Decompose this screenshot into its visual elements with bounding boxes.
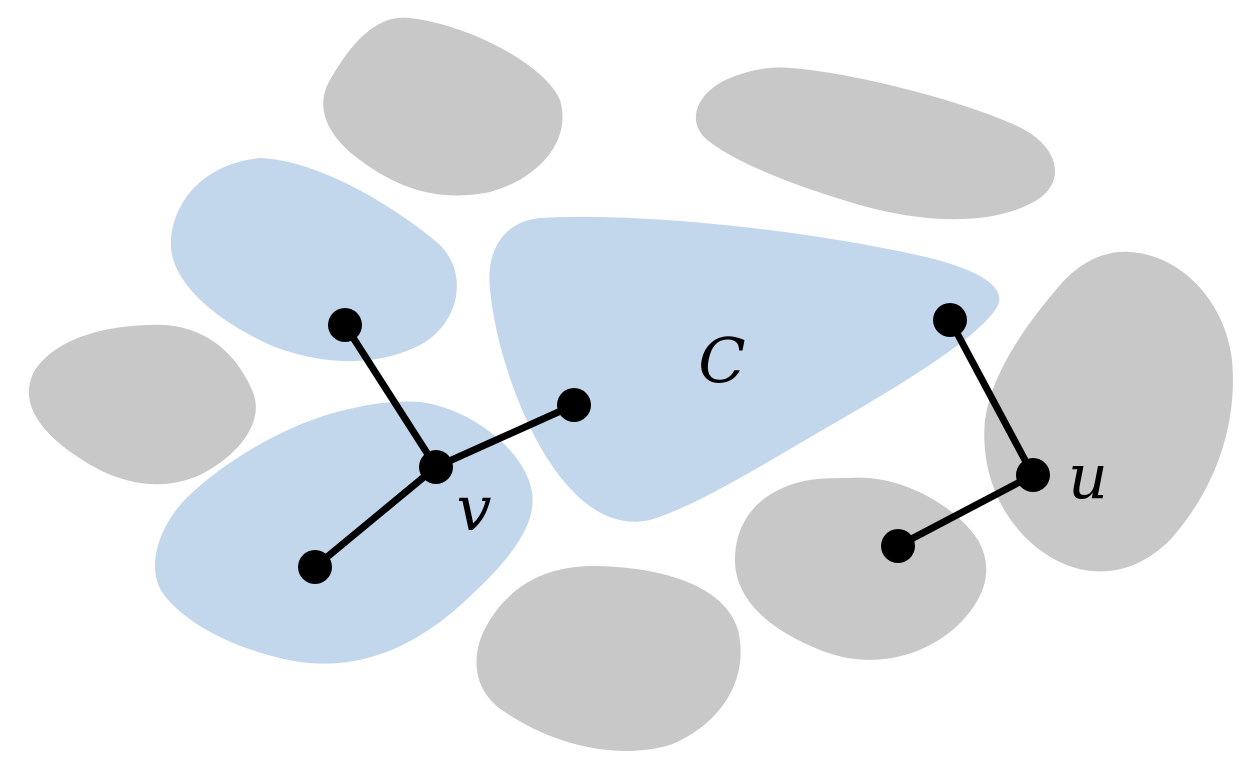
gray-region-top-left (323, 17, 563, 196)
vertices (298, 303, 1050, 584)
edge-u-c (946, 316, 1037, 479)
cluster-c-region (489, 216, 1000, 522)
gray-region-right (984, 251, 1233, 572)
gray-regions (28, 17, 1233, 751)
edges (311, 316, 1037, 571)
vertex-c-left (557, 388, 591, 422)
vertex-c-right (933, 303, 967, 337)
gray-region-left (28, 324, 256, 485)
vertex-bottom-left (298, 550, 332, 584)
vertex-top-left (328, 308, 362, 342)
edge-v-bottom (311, 463, 440, 571)
gray-region-bottom-right (735, 477, 987, 660)
edge-v-top (341, 321, 440, 471)
vertex-v-label: v (456, 472, 491, 545)
cluster-c-label: C (698, 324, 745, 397)
vertex-v (419, 450, 453, 484)
gray-region-top-right (695, 67, 1055, 220)
blue-region-upper-left (170, 158, 457, 362)
gray-region-bottom (476, 566, 741, 751)
labels: C v u (456, 324, 1107, 545)
vertex-bottom-right (881, 529, 915, 563)
edge-u-bottom (894, 471, 1037, 550)
vertex-u (1016, 458, 1050, 492)
vertex-u-label: u (1068, 440, 1108, 513)
edge-v-c (432, 401, 578, 471)
